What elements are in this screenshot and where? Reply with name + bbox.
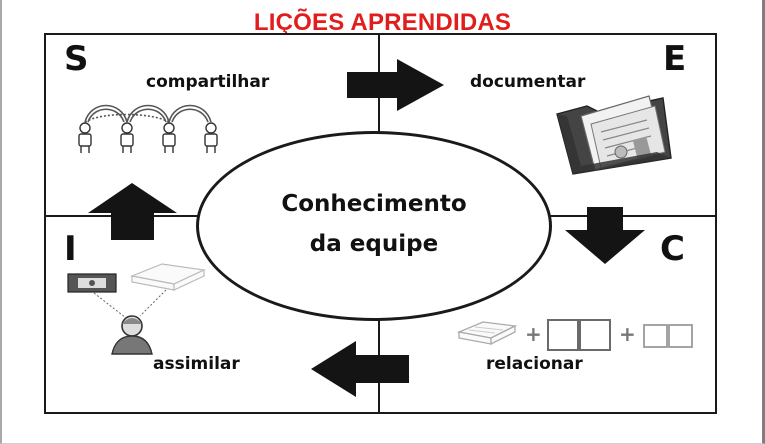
arrow-down-icon [565,207,645,264]
document-folder-icon [556,95,672,175]
connected-people-icon [78,104,218,153]
center-title-line2: da equipe [309,231,439,257]
quadrant-frame [44,33,717,414]
center-title-line1: Conhecimento [281,191,467,217]
label-assimilar: assimilar [153,354,240,374]
plus-sign-1: + [525,322,542,346]
arrow-up-icon [88,183,177,240]
page-title: LIÇÕES APRENDIDAS [253,9,512,36]
open-book-icon [456,321,518,346]
quadrant-letter-i: I [64,229,77,269]
label-relacionar: relacionar [486,354,583,374]
quadrant-letter-c: C [660,229,685,269]
center-circle [196,131,552,321]
quadrant-letter-s: S [64,39,89,79]
arrow-left-icon [311,341,409,397]
small-book-icon [643,324,693,348]
arrow-right-icon [347,59,444,111]
label-documentar: documentar [470,72,586,92]
quadrant-letter-e: E [663,39,687,79]
plus-sign-2: + [619,322,636,346]
person-learning-icon [67,263,207,355]
book-icon [547,319,611,351]
label-compartilhar: compartilhar [146,72,270,92]
